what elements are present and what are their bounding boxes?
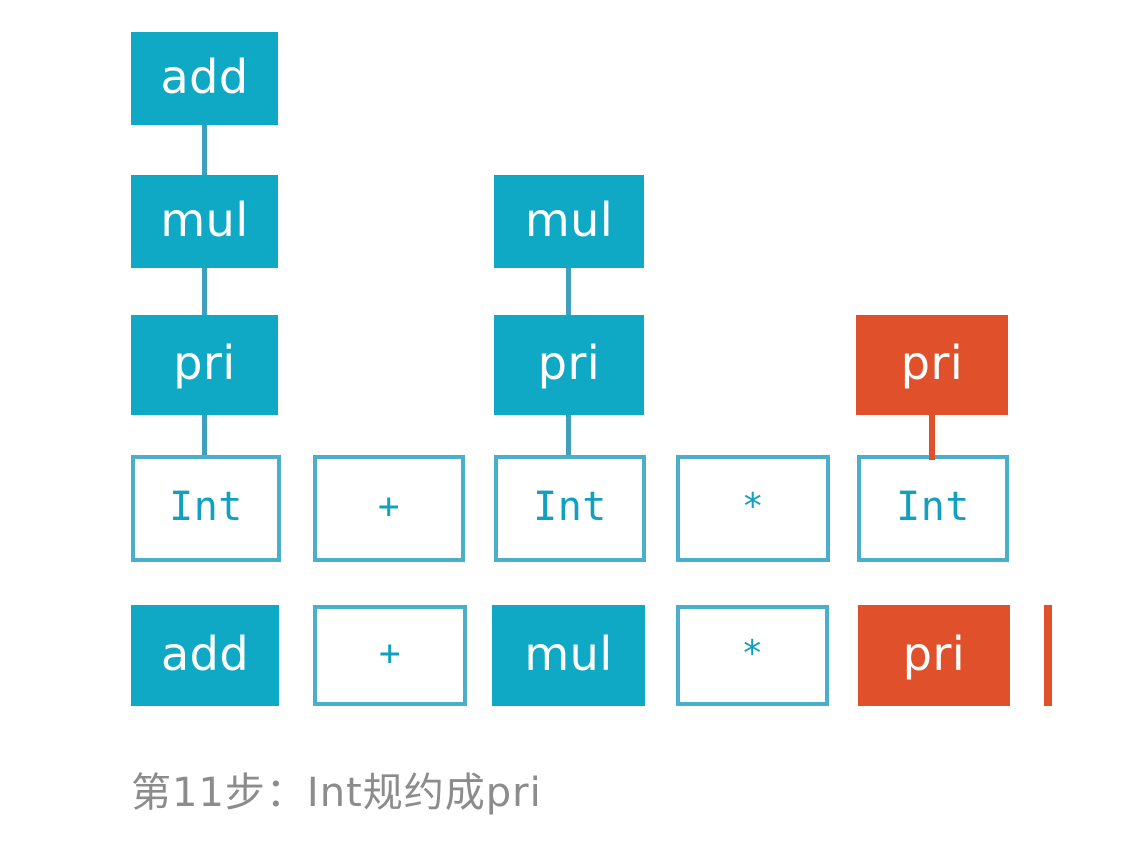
token-int-3[interactable]: Int — [857, 455, 1009, 562]
token-plus[interactable]: + — [313, 455, 465, 562]
symbol-plus[interactable]: + — [313, 605, 467, 706]
edge-pri-to-int-middle — [566, 370, 571, 460]
token-int-2-label: Int — [533, 483, 607, 530]
token-int-3-label: Int — [896, 483, 970, 530]
symbol-plus-label: + — [378, 632, 402, 674]
node-mul-left-label: mul — [160, 192, 249, 247]
edge-add-to-mul-left — [202, 120, 207, 180]
node-mul-middle-label: mul — [524, 192, 614, 247]
symbol-mul[interactable]: mul — [492, 605, 645, 706]
token-int-2[interactable]: Int — [494, 455, 646, 562]
symbol-add[interactable]: add — [131, 605, 279, 706]
edge-pri-to-int-left — [202, 410, 207, 460]
symbol-add-label: add — [160, 626, 250, 681]
token-plus-label: + — [377, 485, 401, 527]
symbol-star-label: * — [741, 632, 764, 674]
step-caption: 第11步：Int规约成pri — [131, 770, 542, 816]
node-mul-left[interactable]: mul — [131, 175, 278, 268]
token-int-1-label: Int — [169, 483, 243, 530]
symbol-pri-label: pri — [902, 626, 966, 681]
node-add-top[interactable]: add — [131, 32, 278, 125]
token-star[interactable]: * — [676, 455, 830, 562]
symbol-star[interactable]: * — [676, 605, 829, 706]
node-mul-middle[interactable]: mul — [494, 175, 644, 268]
symbol-pri-highlight[interactable]: pri — [858, 605, 1010, 706]
token-star-label: * — [741, 485, 765, 527]
node-pri-left[interactable]: pri — [131, 315, 278, 415]
input-cursor-bar — [1044, 605, 1052, 706]
token-int-1[interactable]: Int — [131, 455, 281, 562]
edge-pri-to-int-right — [929, 412, 935, 460]
node-pri-middle[interactable]: pri — [494, 315, 644, 415]
node-add-top-label: add — [160, 49, 249, 104]
edge-mul-to-pri-left — [202, 262, 207, 320]
symbol-mul-label: mul — [524, 626, 613, 681]
node-pri-right-highlight[interactable]: pri — [856, 315, 1008, 415]
node-pri-middle-label: pri — [537, 336, 601, 390]
node-pri-right-label: pri — [900, 336, 964, 390]
node-pri-left-label: pri — [173, 336, 236, 390]
